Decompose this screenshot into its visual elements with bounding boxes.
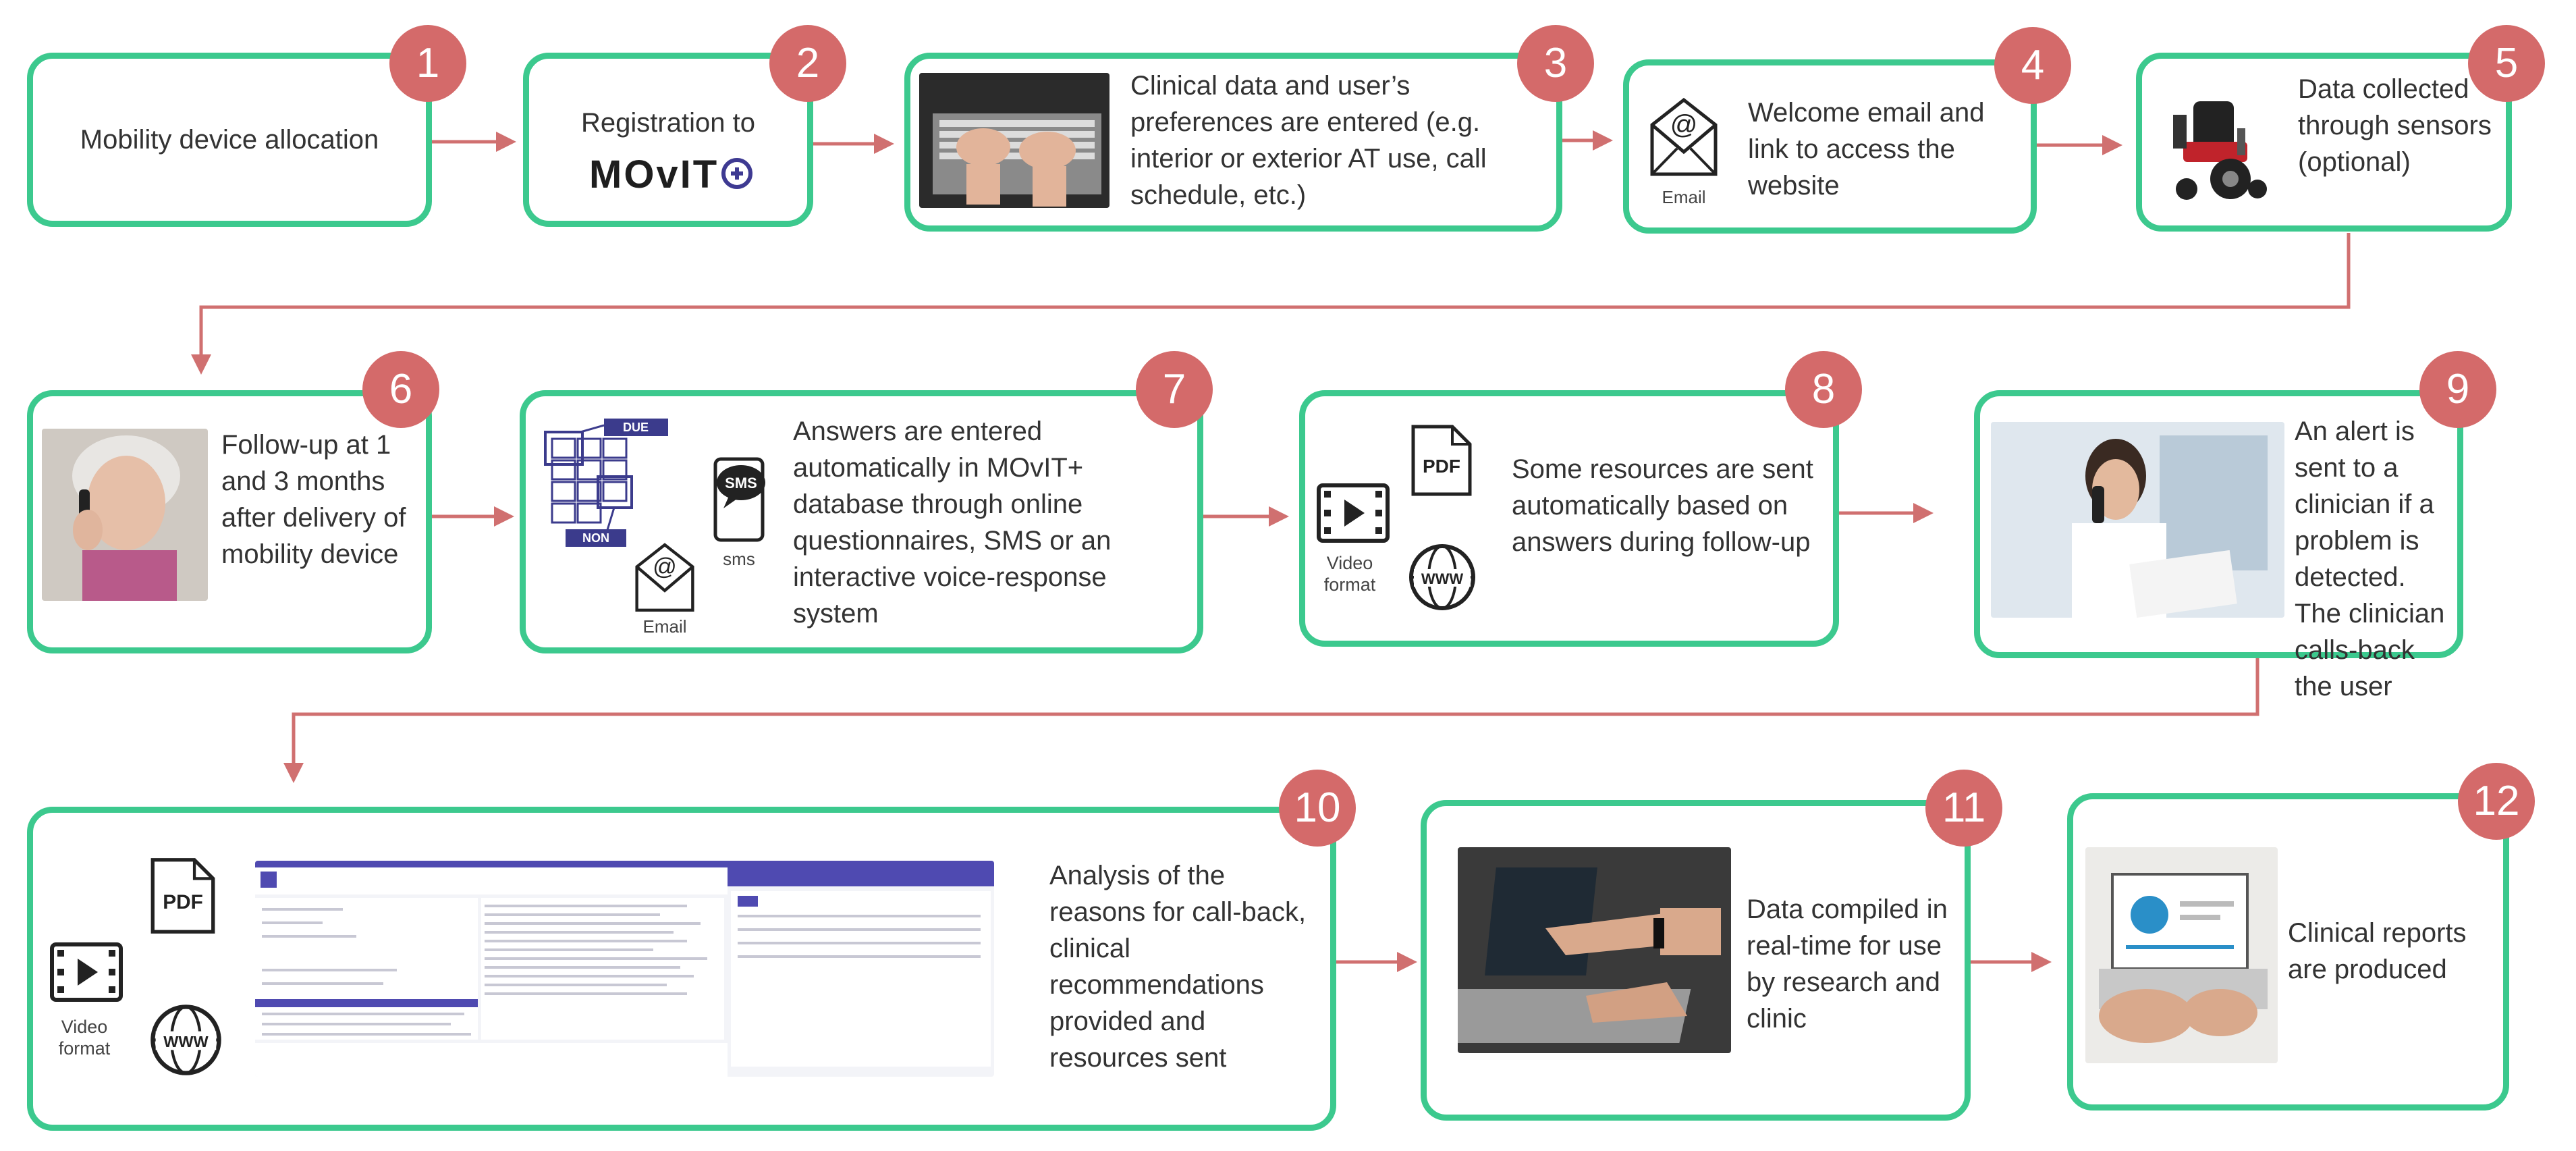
step-5-box: [2136, 53, 2512, 232]
sms-label: SMS: [725, 475, 757, 491]
step-6-badge: 6: [362, 351, 439, 428]
web-app-screenshot: [255, 861, 994, 1077]
pdf-icon-2: PDF: [150, 858, 215, 934]
www-label: WWW: [1421, 570, 1464, 587]
step-8-badge: 8: [1785, 351, 1862, 428]
due-tag: DUE: [623, 421, 649, 434]
step-1-badge: 1: [389, 25, 466, 102]
sms-phone-icon: SMS: [713, 457, 765, 542]
email-caption: Email: [1662, 187, 1706, 207]
step-2-box: [523, 53, 813, 227]
step-11-text: Data compiled in real-time for use by re…: [1747, 894, 1948, 1034]
step-3-badge: 3: [1517, 25, 1594, 102]
email-icon: @: [1650, 97, 1718, 176]
video-icon-2: [50, 942, 123, 1002]
woman-on-phone-photo: [42, 429, 208, 601]
step-5-badge: 5: [2468, 25, 2545, 102]
www-globe-icon-2: WWW: [150, 1005, 221, 1075]
clinical-reports-photo: [2085, 847, 2278, 1063]
step-8-text: Some resources are sent automatically ba…: [1512, 454, 1813, 557]
arrow-5-6: [191, 233, 2351, 375]
step-4-badge: 4: [1994, 27, 2071, 104]
step-4-text: Welcome email and link to access the web…: [1748, 98, 1985, 200]
step-2-text: Registration to: [581, 108, 755, 138]
typing-photo: [919, 73, 1109, 208]
email-icon-2: @: [635, 543, 694, 612]
step-10-text: Analysis of the reasons for call-back, c…: [1049, 861, 1307, 1073]
step-12-text: Clinical reports are produced: [2288, 918, 2467, 984]
clinician-on-phone-photo: [1991, 422, 2284, 618]
step-9-text: An alert is sent to a clinician if a pro…: [2295, 417, 2445, 701]
step-1-box: [27, 53, 432, 227]
plus-icon: [721, 158, 753, 189]
step-10-badge: 10: [1279, 770, 1356, 847]
svg-text:@: @: [1670, 110, 1698, 140]
calendar-icon: DUE NON: [544, 419, 668, 547]
sms-caption: sms: [723, 549, 755, 569]
step-6-text: Follow-up at 1 and 3 months after delive…: [221, 430, 406, 569]
pdf-label-2: PDF: [163, 891, 203, 913]
pdf-icon: PDF: [1411, 425, 1472, 496]
step-9-badge: 9: [2419, 351, 2496, 428]
video-caption: Video format: [1323, 553, 1376, 595]
pdf-label: PDF: [1423, 456, 1460, 477]
step-11-badge: 11: [1925, 770, 2002, 847]
step-1-text: Mobility device allocation: [80, 125, 379, 155]
svg-text:@: @: [653, 554, 677, 580]
www-globe-icon: WWW: [1409, 544, 1475, 610]
www-label-2: WWW: [163, 1033, 209, 1050]
step-2-badge: 2: [769, 25, 846, 102]
email-caption-2: Email: [642, 616, 687, 637]
non-tag: NON: [582, 531, 609, 545]
step-7-badge: 7: [1136, 351, 1213, 428]
video-caption-2: Video format: [58, 1017, 111, 1059]
arrow-9-10: [283, 658, 2259, 783]
step-12-badge: 12: [2458, 763, 2535, 840]
movit-logo: MOvIT: [589, 152, 753, 197]
step-7-text: Answers are entered automatically in MOv…: [793, 417, 1112, 628]
step-3-text: Clinical data and user’s preferences are…: [1130, 71, 1487, 210]
step-5-text: Data collected through sensors (optional…: [2298, 74, 2492, 177]
logo-text: MOvIT: [589, 153, 719, 196]
laptop-analysis-photo: [1458, 847, 1731, 1053]
video-icon: [1317, 483, 1390, 543]
wheelchair-icon: [2173, 101, 2267, 200]
